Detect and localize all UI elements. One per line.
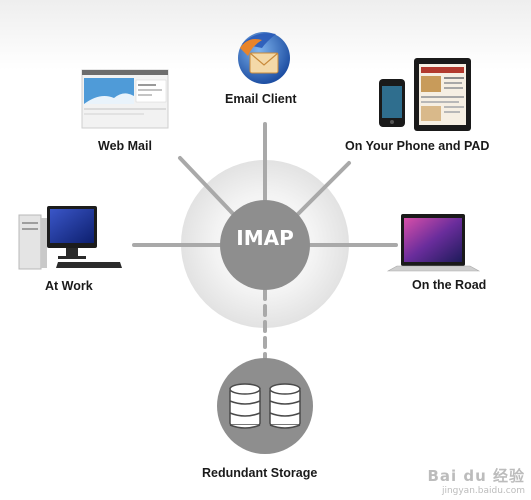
desktop-computer-icon [18, 206, 122, 270]
imap-hub [220, 200, 310, 290]
on-the-road-label: On the Road [412, 278, 487, 292]
at-work-label: At Work [45, 279, 93, 293]
web-mail-icon [81, 69, 169, 129]
watermark-sub: jingyan.baidu.com [441, 486, 525, 496]
watermark-main: Bai du 经验 [427, 467, 525, 485]
email-client-label: Email Client [225, 92, 297, 106]
database-icon-left [229, 383, 261, 429]
phone-and-tablet-icon [379, 58, 471, 131]
storage-node [217, 358, 313, 454]
watermark: Bai du 经验 jingyan.baidu.com [427, 465, 525, 496]
database-icon-right [269, 383, 301, 429]
connectors [132, 122, 398, 360]
phone-pad-label: On Your Phone and PAD [345, 139, 490, 153]
connector-phone-pad [294, 161, 351, 218]
redundant-storage-label: Redundant Storage [202, 466, 318, 480]
imap-hub-label: IMAP [236, 226, 294, 250]
connector-web-mail [178, 156, 239, 220]
laptop-icon [386, 214, 481, 272]
web-mail-label: Web Mail [98, 139, 152, 153]
email-client-icon [238, 32, 290, 84]
